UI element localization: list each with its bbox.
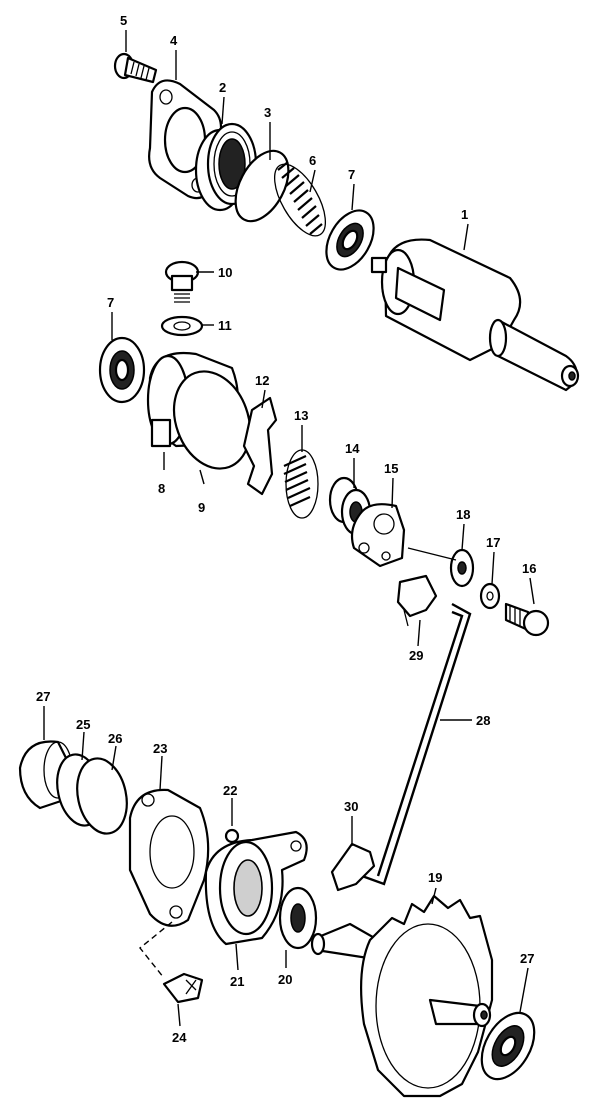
leader-lines bbox=[43, 30, 535, 1027]
callout-13: 13 bbox=[294, 408, 308, 423]
callout-17: 17 bbox=[486, 535, 500, 550]
callout-9: 9 bbox=[198, 500, 205, 515]
callout-18: 18 bbox=[456, 507, 470, 522]
callout-6: 6 bbox=[309, 153, 316, 168]
callout-7-mid: 7 bbox=[107, 295, 114, 310]
part-washer-20 bbox=[278, 886, 318, 950]
callout-30: 30 bbox=[344, 799, 358, 814]
callout-11: 11 bbox=[218, 318, 232, 333]
callout-1: 1 bbox=[461, 207, 468, 222]
part-plate-15 bbox=[350, 503, 406, 568]
callout-24: 24 bbox=[172, 1030, 187, 1045]
callout-7-top: 7 bbox=[348, 167, 355, 182]
part-oring-3 bbox=[234, 149, 290, 223]
part-spring-6 bbox=[273, 161, 327, 237]
part-bearing-7-mid bbox=[98, 336, 146, 404]
part-ring-9 bbox=[172, 370, 252, 470]
part-bearing-27-right bbox=[480, 1011, 536, 1081]
part-ball-22 bbox=[224, 828, 240, 844]
callout-2: 2 bbox=[219, 80, 226, 95]
part-bolt-16 bbox=[504, 602, 550, 637]
part-housing-2 bbox=[194, 122, 258, 212]
part-bearing-7-top bbox=[325, 209, 375, 271]
callout-8: 8 bbox=[158, 481, 165, 496]
callout-3: 3 bbox=[264, 105, 271, 120]
callout-4: 4 bbox=[170, 33, 178, 48]
part-rod-28 bbox=[361, 602, 472, 886]
part-screw-24 bbox=[162, 972, 204, 1004]
part-washer-17 bbox=[479, 582, 501, 610]
callout-20: 20 bbox=[278, 972, 292, 987]
part-sleeve-14 bbox=[328, 476, 372, 536]
callout-22: 22 bbox=[223, 783, 237, 798]
part-washer-18 bbox=[449, 548, 475, 588]
callout-27-left: 27 bbox=[36, 689, 50, 704]
callout-16: 16 bbox=[522, 561, 536, 576]
part-bracket-29 bbox=[396, 574, 438, 627]
part-bolt-5 bbox=[113, 52, 158, 84]
callout-29: 29 bbox=[409, 648, 423, 663]
part-plug-10 bbox=[164, 260, 200, 303]
part-clip-30 bbox=[330, 842, 376, 892]
callout-21: 21 bbox=[230, 974, 244, 989]
part-housing-21 bbox=[204, 830, 308, 946]
callout-15: 15 bbox=[384, 461, 398, 476]
part-spring-13 bbox=[283, 449, 319, 519]
callout-labels: 5 4 2 3 6 7 1 10 11 7 12 13 14 15 18 17 … bbox=[36, 13, 536, 1045]
callout-26: 26 bbox=[108, 731, 122, 746]
part-ring-26 bbox=[76, 757, 128, 835]
callout-5: 5 bbox=[120, 13, 127, 28]
part-drum-1 bbox=[370, 238, 580, 392]
callout-10: 10 bbox=[218, 265, 232, 280]
part-clip-12 bbox=[242, 396, 278, 496]
callout-19: 19 bbox=[428, 870, 442, 885]
part-washer-11 bbox=[160, 315, 204, 337]
part-plate-23 bbox=[128, 788, 210, 927]
part-gear-19 bbox=[310, 894, 494, 1098]
callout-28: 28 bbox=[476, 713, 490, 728]
callout-27-right: 27 bbox=[520, 951, 534, 966]
callout-14: 14 bbox=[345, 441, 360, 456]
callout-25: 25 bbox=[76, 717, 90, 732]
callout-23: 23 bbox=[153, 741, 167, 756]
callout-12: 12 bbox=[255, 373, 269, 388]
